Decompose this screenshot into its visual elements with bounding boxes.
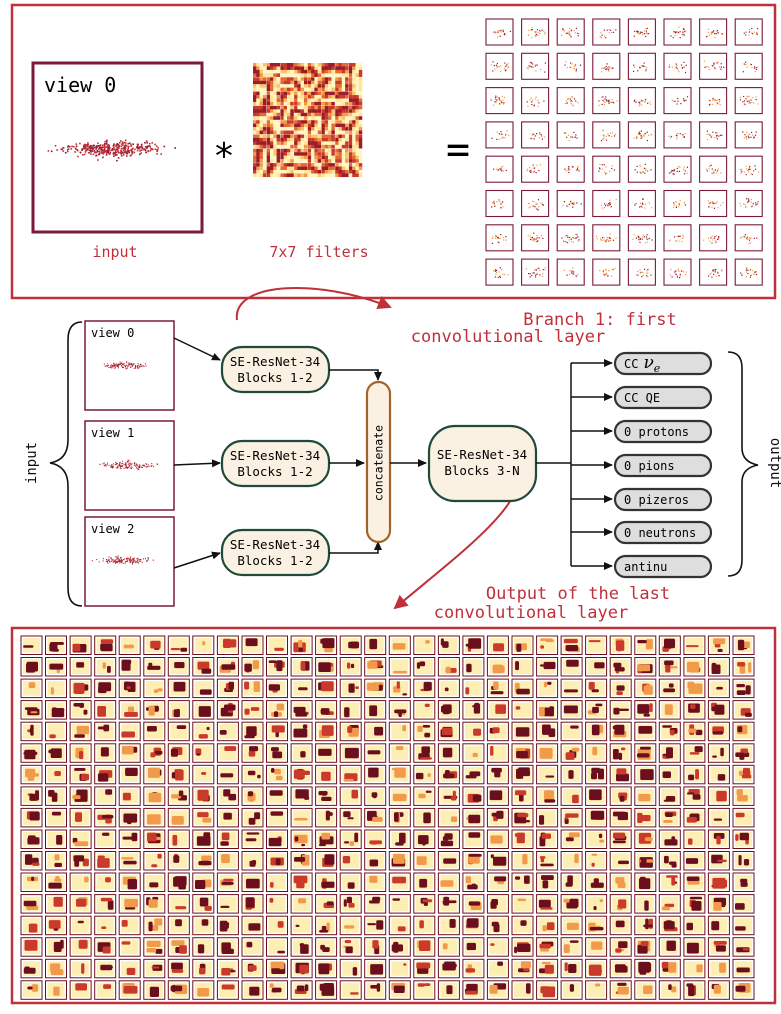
output-brace xyxy=(728,352,758,576)
output-0-prefix: CC xyxy=(624,357,638,371)
view-2-label: view 2 xyxy=(91,522,134,536)
output-label: output xyxy=(767,438,781,489)
input-view-label: view 0 xyxy=(44,73,116,97)
arrow-view0-block xyxy=(174,338,220,360)
output-annotation-line2: convolutional layer xyxy=(434,603,628,623)
equals-operator: = xyxy=(446,127,470,173)
output-annotation-line1: Output of the last xyxy=(486,584,670,604)
last-layer-maps-grid xyxy=(21,636,754,999)
output-3-text: 0 pions xyxy=(624,459,675,473)
view-1-thumbnail: view 1 xyxy=(85,421,174,510)
branch-block-0-line1: SE-ResNet-34 xyxy=(230,354,320,369)
trunk-line2: Blocks 3-N xyxy=(444,463,519,478)
output-6: antinu xyxy=(615,556,711,577)
view-0-thumbnail: view 0 xyxy=(85,321,174,410)
arrow-view1-block xyxy=(174,463,220,465)
arrow-block0-concat xyxy=(329,370,378,380)
branch-block-1-line1: SE-ResNet-34 xyxy=(230,448,320,463)
output-arrows xyxy=(571,363,612,566)
view-0-label: view 0 xyxy=(91,326,134,340)
arrow-view2-block xyxy=(174,553,220,568)
feature-maps-grid xyxy=(486,19,762,285)
branch-annotation-arrow xyxy=(237,288,390,320)
trunk-block: SE-ResNet-34 Blocks 3-N xyxy=(429,426,536,501)
output-4: 0 pizeros xyxy=(615,489,711,510)
input-label: input xyxy=(24,442,40,484)
branch-block-0-line2: Blocks 1-2 xyxy=(237,370,312,385)
branch-block-1-line2: Blocks 1-2 xyxy=(237,464,312,479)
branch-block-0: SE-ResNet-34 Blocks 1-2 xyxy=(222,347,329,392)
concatenate-label: concatenate xyxy=(372,425,386,501)
output-6-text: antinu xyxy=(624,560,667,574)
filters-grid xyxy=(253,63,362,177)
branch-block-1: SE-ResNet-34 Blocks 1-2 xyxy=(222,441,329,486)
convolution-operator: * xyxy=(213,136,235,177)
view-2-thumbnail: view 2 xyxy=(85,517,174,606)
output-5-text: 0 neutrons xyxy=(624,526,696,540)
output-5: 0 neutrons xyxy=(615,522,711,543)
output-0-subscript: e xyxy=(654,362,661,375)
branch-block-2-line1: SE-ResNet-34 xyxy=(230,537,320,552)
output-0-symbol: ν xyxy=(643,353,653,373)
output-1: CC QE xyxy=(615,387,711,408)
branch-block-2-line2: Blocks 1-2 xyxy=(237,553,312,568)
input-caption: input xyxy=(92,243,137,261)
output-2: 0 protons xyxy=(615,421,711,442)
input-brace xyxy=(50,322,82,606)
output-1-text: CC QE xyxy=(624,391,660,405)
arrow-block2-concat xyxy=(329,542,378,553)
concatenate-node: concatenate xyxy=(367,382,390,542)
output-2-text: 0 protons xyxy=(624,425,689,439)
output-4-text: 0 pizeros xyxy=(624,493,689,507)
branch-annotation-line2: convolutional layer xyxy=(411,327,605,347)
filters-caption: 7x7 filters xyxy=(269,243,368,261)
output-0: CC νe xyxy=(615,353,711,375)
view-1-label: view 1 xyxy=(91,426,134,440)
output-3: 0 pions xyxy=(615,455,711,476)
trunk-line1: SE-ResNet-34 xyxy=(437,447,527,462)
branch-block-2: SE-ResNet-34 Blocks 1-2 xyxy=(222,530,329,575)
